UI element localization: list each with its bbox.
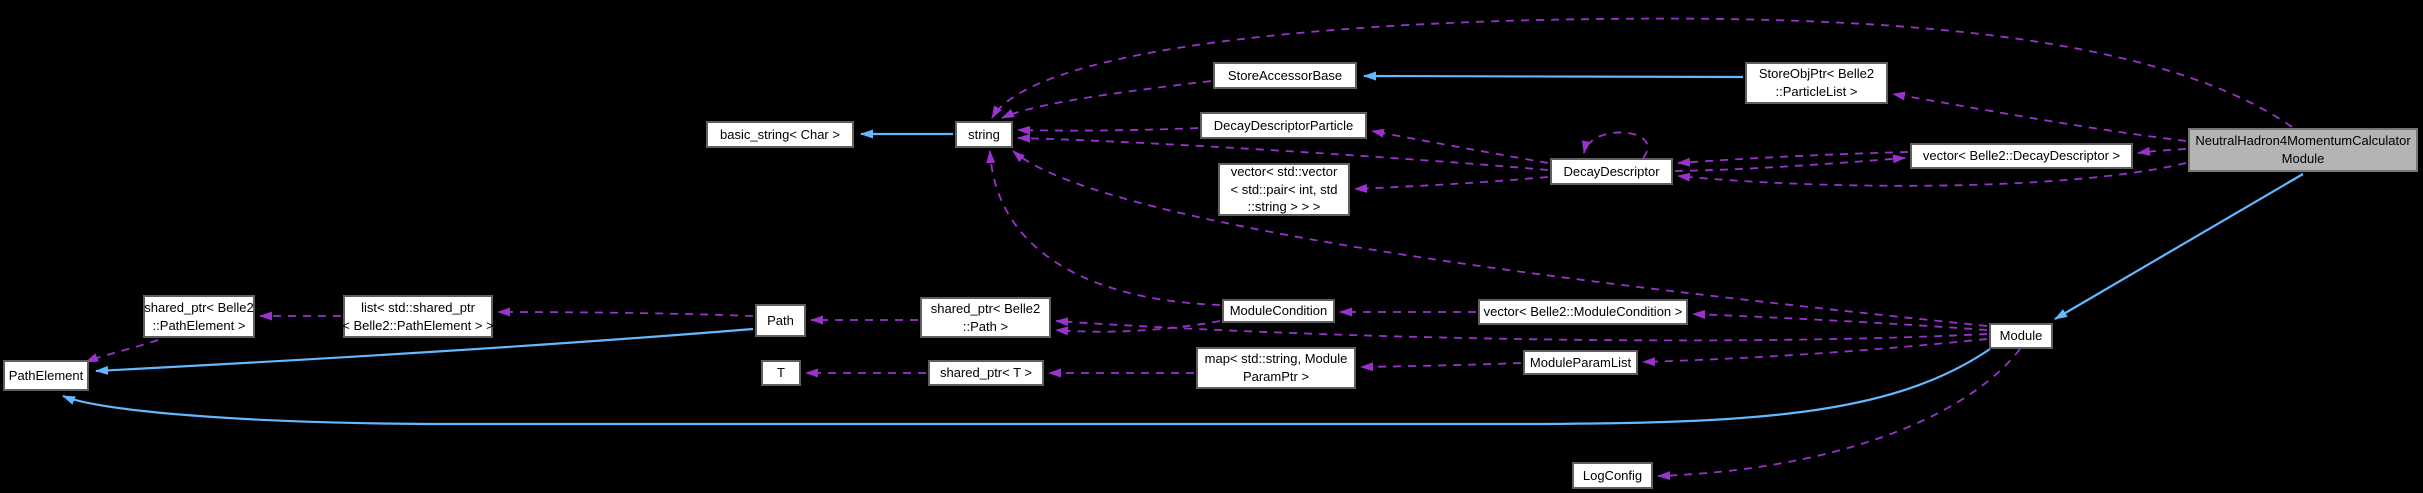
edge-decaydescriptor-to-vectorpair bbox=[1354, 176, 1549, 193]
edge-main-to-vectordd bbox=[2137, 146, 2187, 156]
node-store-obj-ptr[interactable]: StoreObjPtr< Belle2 ::ParticleList > bbox=[1745, 62, 1888, 104]
node-vector-module-condition[interactable]: vector< Belle2::ModuleCondition > bbox=[1478, 299, 1688, 325]
node-neutral-hadron-4-momentum-calculator-module: NeutralHadron4MomentumCalculator Module bbox=[2188, 128, 2418, 172]
edge-module-to-string bbox=[1012, 150, 1988, 327]
edge-decaydescriptor-to-vectordd bbox=[1674, 154, 1906, 172]
node-t[interactable]: T bbox=[761, 360, 801, 386]
node-module[interactable]: Module bbox=[1989, 323, 2053, 349]
edge-module-to-pathelement bbox=[62, 348, 1991, 426]
edge-path-to-pathelement bbox=[95, 327, 754, 375]
edge-module-to-moduleparamlist bbox=[1642, 338, 1988, 367]
edge-storeaccessorbase-to-string bbox=[1001, 80, 1212, 119]
edge-path-to-list bbox=[497, 307, 754, 317]
edge-storeobjptr-to-storeaccessorbase bbox=[1363, 71, 1744, 81]
edge-main-to-module bbox=[2054, 173, 2304, 320]
node-store-accessor-base[interactable]: StoreAccessorBase bbox=[1213, 62, 1357, 89]
edge-vectordd-to-decaydescriptor bbox=[1677, 151, 1909, 167]
node-shared-ptr-path-element[interactable]: shared_ptr< Belle2 ::PathElement > bbox=[143, 295, 255, 338]
node-module-condition[interactable]: ModuleCondition bbox=[1222, 299, 1335, 323]
edge-decaydescriptor-to-decaydescriptorparticle bbox=[1371, 128, 1549, 164]
edge-decaydescriptor-to-string bbox=[1017, 133, 1549, 171]
edge-moduleparamlist-to-map bbox=[1360, 362, 1522, 372]
node-shared-ptr-t[interactable]: shared_ptr< T > bbox=[928, 360, 1044, 386]
edge-main-to-storeobjptr bbox=[1892, 91, 2187, 142]
edge-decaydescriptor-selfloop bbox=[1581, 131, 1649, 159]
node-log-config[interactable]: LogConfig bbox=[1572, 462, 1653, 489]
node-module-param-list[interactable]: ModuleParamList bbox=[1523, 350, 1638, 375]
edge-modulecondition-to-string bbox=[986, 150, 1221, 306]
node-path-element[interactable]: PathElement bbox=[3, 360, 89, 391]
node-shared-ptr-path[interactable]: shared_ptr< Belle2 ::Path > bbox=[920, 297, 1051, 338]
node-path[interactable]: Path bbox=[755, 304, 806, 337]
edge-module-to-vectormodulecondition bbox=[1692, 309, 1988, 331]
node-basic-string[interactable]: basic_string< Char > bbox=[706, 121, 854, 148]
node-vector-pair[interactable]: vector< std::vector < std::pair< int, st… bbox=[1218, 163, 1350, 216]
edge-modulecondition-to-sharedptrpath bbox=[1055, 320, 1221, 336]
node-decay-descriptor[interactable]: DecayDescriptor bbox=[1550, 158, 1673, 185]
node-map-module-param-ptr[interactable]: map< std::string, Module ParamPtr > bbox=[1196, 347, 1356, 389]
edge-module-to-sharedptrpath bbox=[1055, 317, 1988, 342]
edge-main-to-string bbox=[991, 17, 2293, 128]
node-decay-descriptor-particle[interactable]: DecayDescriptorParticle bbox=[1200, 112, 1367, 139]
node-string[interactable]: string bbox=[955, 121, 1013, 148]
edge-decaydescriptorparticle-to-string bbox=[1017, 125, 1199, 135]
edge-module-to-logconfig bbox=[1657, 348, 2021, 481]
node-list-shared-ptr[interactable]: list< std::shared_ptr < Belle2::PathElem… bbox=[342, 295, 494, 338]
node-vector-decay-descriptor[interactable]: vector< Belle2::DecayDescriptor > bbox=[1910, 143, 2133, 169]
edge-sharedptrpathelement-to-pathelement bbox=[85, 339, 159, 363]
